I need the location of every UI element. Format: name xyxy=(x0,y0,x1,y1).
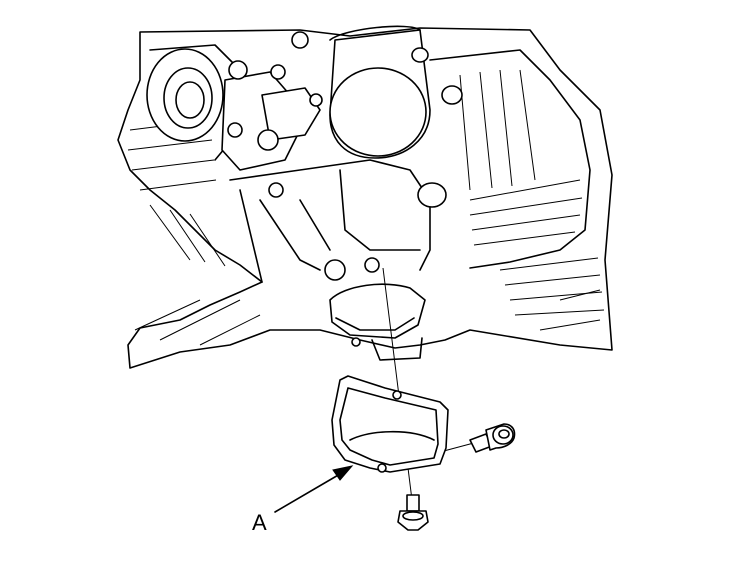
bolt-bottom xyxy=(397,494,429,531)
callout-label-a: A xyxy=(252,510,267,535)
bolt-side xyxy=(469,423,516,453)
arrowhead-icon xyxy=(332,465,354,481)
callout-a: A xyxy=(252,465,354,535)
oil-pan-cover xyxy=(331,375,449,473)
engine-block xyxy=(117,25,613,369)
